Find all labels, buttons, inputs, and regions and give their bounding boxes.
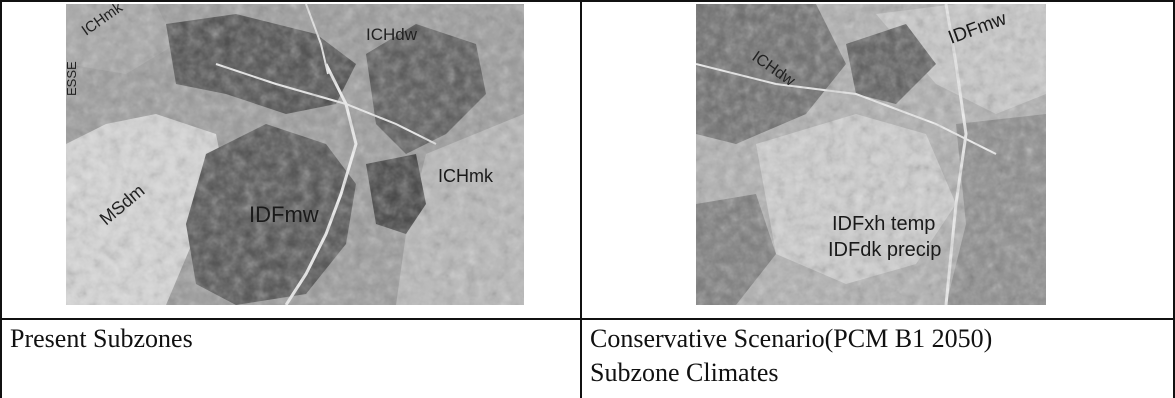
table-border-top xyxy=(0,0,1175,2)
map-label-ichmk-right: ICHmk xyxy=(438,166,494,186)
map-label-ichdw: ICHdw xyxy=(366,25,418,44)
table-border-right xyxy=(1173,0,1175,398)
conservative-scenario-map-graphic: ICHdw IDFmw IDFxh temp IDFdk precip xyxy=(696,4,1046,305)
caption-conservative-scenario: Conservative Scenario(PCM B1 2050) xyxy=(590,324,993,353)
map-label-idfdk-precip: IDFdk precip xyxy=(828,239,941,261)
present-subzones-map-graphic: ICHmk ICHdw ESSE MSdm IDFmw ICHmk xyxy=(66,4,524,305)
left-map-cell: ICHmk ICHdw ESSE MSdm IDFmw ICHmk xyxy=(2,2,580,318)
table-row-divider xyxy=(0,318,1175,320)
left-caption-cell: Present Subzones xyxy=(2,320,580,398)
map-label-esse: ESSE xyxy=(66,61,79,96)
map-label-idfmw: IDFmw xyxy=(249,202,319,227)
right-map-cell: ICHdw IDFmw IDFxh temp IDFdk precip xyxy=(582,2,1173,318)
right-caption-cell: Conservative Scenario(PCM B1 2050) Subzo… xyxy=(582,320,1173,398)
map-label-idfxh-temp: IDFxh temp xyxy=(832,213,935,235)
caption-present-subzones: Present Subzones xyxy=(10,324,193,353)
caption-subzone-climates: Subzone Climates xyxy=(590,358,779,387)
table-border-left xyxy=(0,0,2,398)
table-column-divider xyxy=(580,0,582,398)
conservative-scenario-map: ICHdw IDFmw IDFxh temp IDFdk precip xyxy=(696,4,1046,305)
present-subzones-map: ICHmk ICHdw ESSE MSdm IDFmw ICHmk xyxy=(66,4,524,305)
